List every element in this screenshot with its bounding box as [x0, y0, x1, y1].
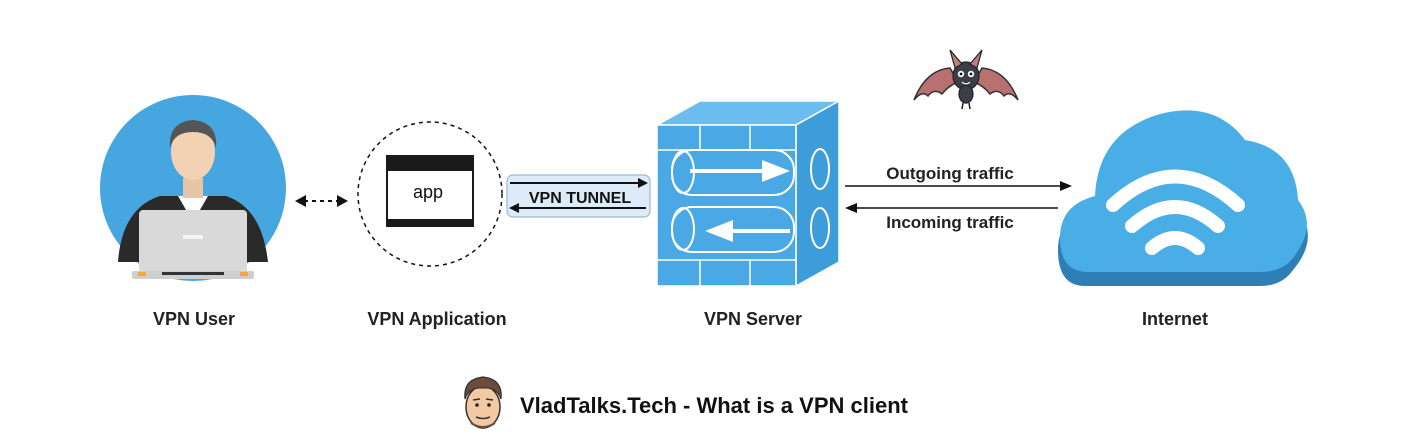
vpn-server-icon	[654, 99, 842, 288]
internet-cloud-icon	[1058, 110, 1308, 286]
outgoing-traffic-label: Outgoing traffic	[886, 164, 1013, 183]
incoming-traffic-arrow	[845, 203, 1058, 213]
author-avatar	[464, 376, 502, 429]
vpn-user-label: VPN User	[152, 309, 236, 329]
user-app-connector	[295, 195, 348, 207]
footer-title: VladTalks.Tech - What is a VPN client	[520, 393, 908, 418]
vpn-user-icon	[100, 95, 286, 281]
tunnel-label: VPN TUNNEL	[529, 190, 631, 207]
outgoing-traffic-arrow	[845, 181, 1072, 191]
app-window-text: app	[413, 182, 443, 202]
internet-label: Internet	[1141, 309, 1209, 329]
bat-icon	[913, 49, 1019, 110]
vpn-server-label: VPN Server	[703, 309, 803, 329]
vpn-application-icon: app	[357, 121, 503, 267]
incoming-traffic-label: Incoming traffic	[886, 213, 1014, 232]
vpn-tunnel: VPN TUNNEL	[506, 174, 651, 218]
vpn-application-label: VPN Application	[367, 309, 507, 329]
